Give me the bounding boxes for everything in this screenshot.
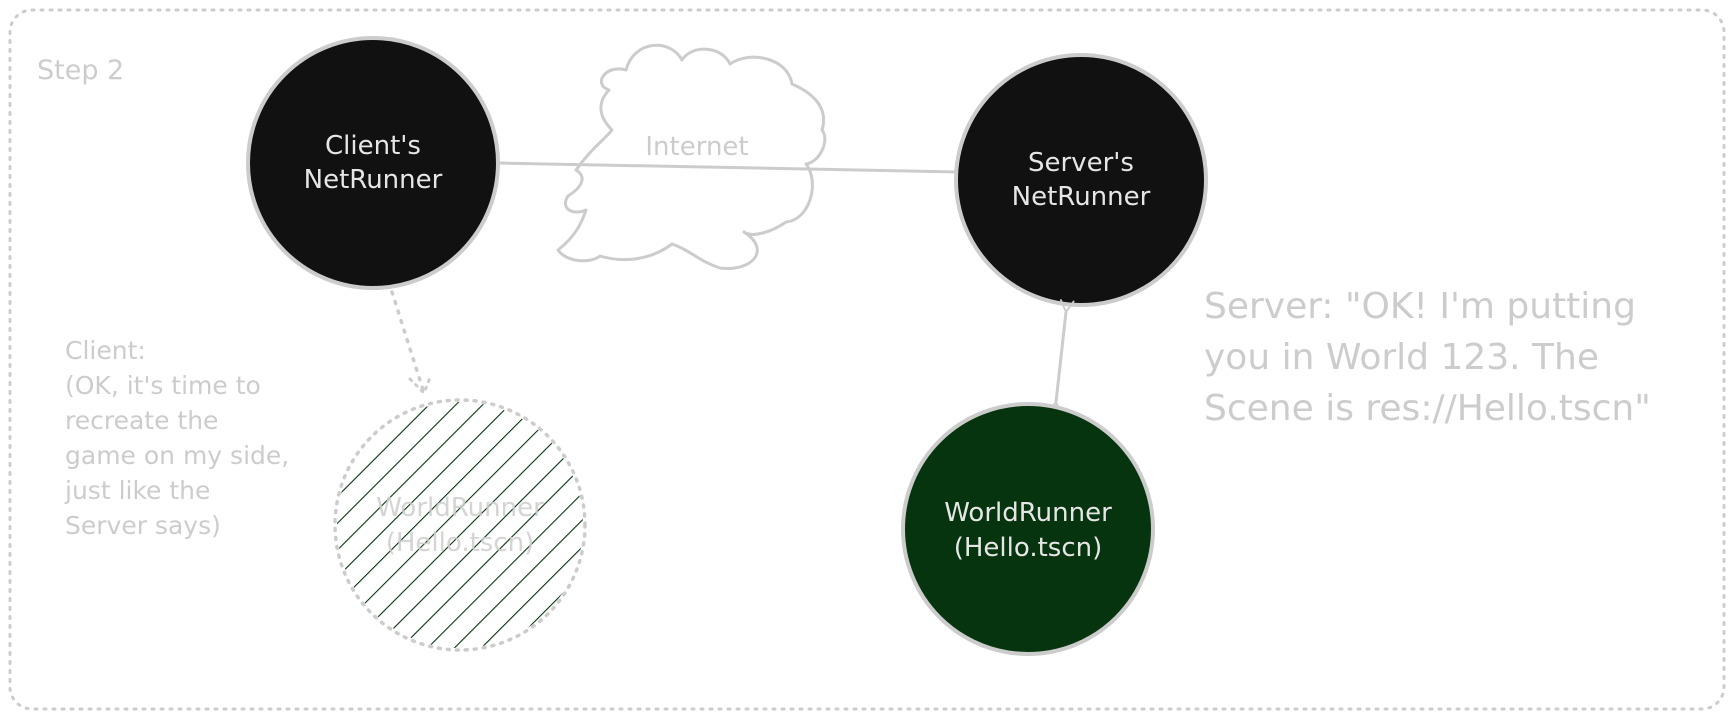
client-netrunner-label-line1: Client's	[325, 131, 421, 161]
client-note-line: game on my side,	[65, 441, 289, 470]
client-world-pending-link	[390, 290, 426, 395]
server-netrunner-node: Server's NetRunner	[954, 53, 1208, 307]
client-worldrunner-node: WorldRunner (Hello.tscn)	[333, 398, 587, 652]
server-to-client-arrow	[485, 155, 959, 174]
client-note: Client: (OK, it's time to recreate the g…	[64, 336, 289, 540]
internet-cloud	[556, 43, 827, 270]
server-netrunner-label-line1: Server's	[1028, 148, 1134, 178]
server-worldrunner-label-line1: WorldRunner	[944, 498, 1112, 528]
client-note-line: just like the	[64, 476, 210, 505]
server-worldrunner-node: WorldRunner (Hello.tscn)	[901, 402, 1155, 656]
step-label: Step 2	[37, 55, 124, 86]
client-world-pending-arrowhead	[408, 373, 433, 396]
client-netrunner-node: Client's NetRunner	[246, 36, 500, 290]
client-worldrunner-label-line2: (Hello.tscn)	[386, 528, 535, 558]
client-note-line: (OK, it's time to	[65, 371, 261, 400]
server-note-line: Scene is res://Hello.tscn"	[1204, 388, 1651, 429]
client-note-line: Server says)	[65, 511, 221, 540]
server-note: Server: "OK! I'm putting you in World 12…	[1204, 286, 1651, 429]
client-note-line: recreate the	[65, 406, 218, 435]
client-worldrunner-label-line1: WorldRunner	[376, 493, 544, 523]
internet-label: Internet	[645, 132, 748, 162]
server-note-line: Server: "OK! I'm putting	[1204, 286, 1636, 327]
server-netrunner-label-line2: NetRunner	[1012, 182, 1151, 212]
client-note-line: Client:	[65, 336, 146, 365]
server-worldrunner-label-line2: (Hello.tscn)	[954, 533, 1103, 563]
server-world-link-arrow	[1047, 299, 1075, 415]
client-netrunner-label-line2: NetRunner	[304, 165, 443, 195]
server-note-line: you in World 123. The	[1204, 337, 1599, 378]
